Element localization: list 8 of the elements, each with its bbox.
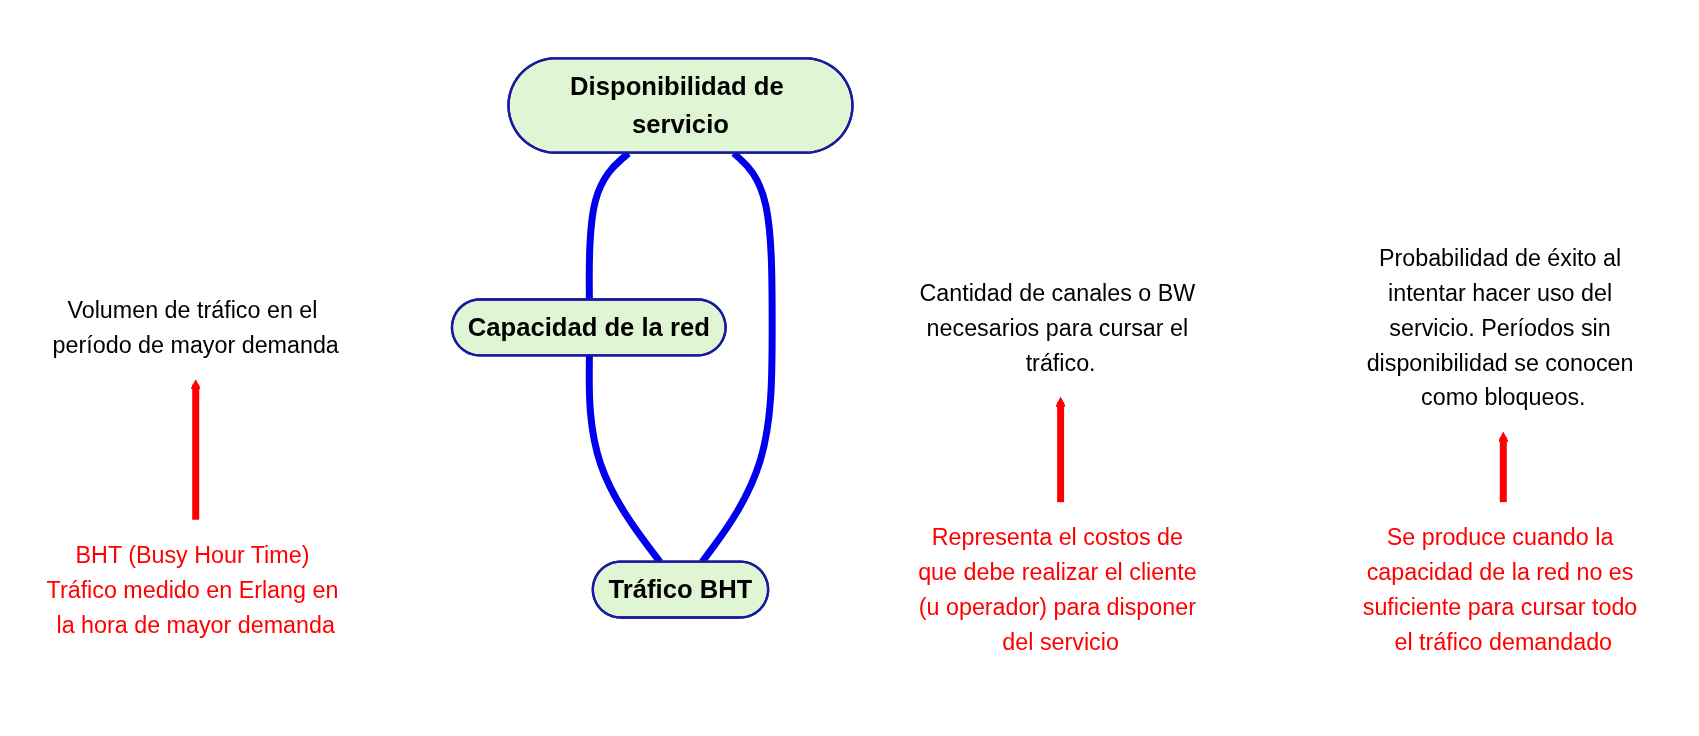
node-text: Probabilidad de éxito al intentar hacer uso del servicio. Períodos sin disponibilidad se conocen como bloqueos. <box>1366 245 1634 411</box>
arrow <box>190 379 201 520</box>
connector <box>585 151 631 301</box>
node-text: Volumen de tráfico en el período de mayor demanda <box>52 297 339 359</box>
node-text: Representa el costos de que debe realizar el cliente (u operador) para disponer del servicio <box>918 524 1197 656</box>
node-text: BHT (Busy Hour Time) Tráfico medido en Erlang en la hora de mayor demanda <box>46 542 339 638</box>
node-text: Se produce cuando la capacidad de la red no es suficiente para cursar todo el tráfico demandado <box>1362 524 1638 656</box>
node-text: Cantidad de canales o BW necesarios para cursar el tráfico. <box>919 280 1196 376</box>
